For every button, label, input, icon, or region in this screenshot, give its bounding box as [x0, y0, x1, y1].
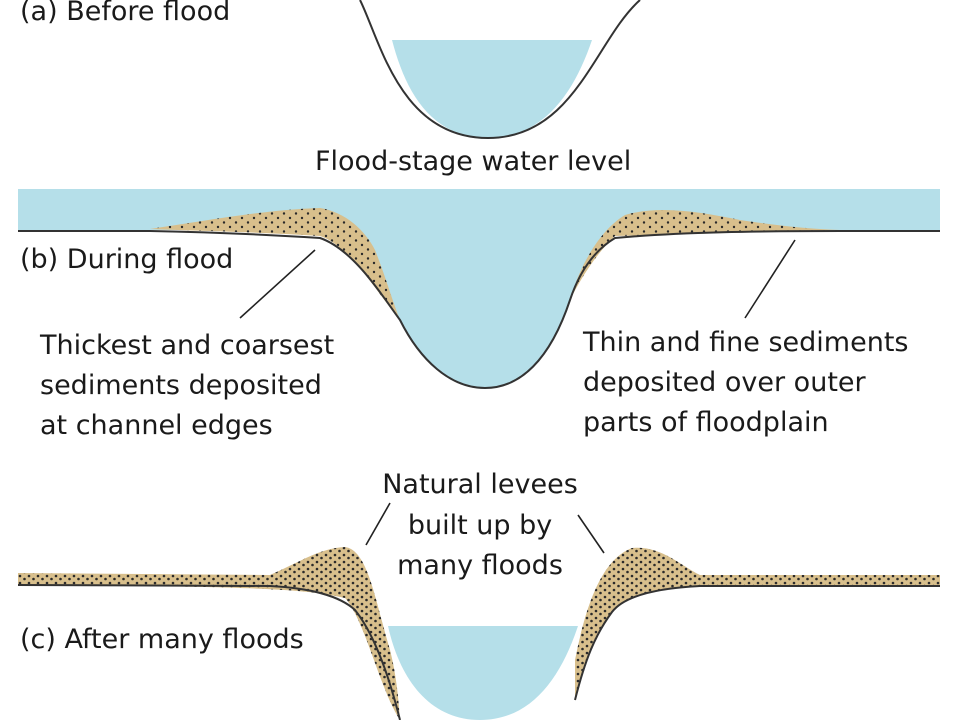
panel-a-channel [359, 0, 641, 140]
panel-a-channel-profile [359, 0, 641, 140]
leader-levee-right [577, 514, 605, 554]
panel-a-water [392, 40, 592, 138]
panel-b-left-deposit-dots [150, 208, 400, 320]
panel-c-label: (c) After many floods [20, 624, 304, 655]
panel-c-right-floodplain-dots [575, 547, 940, 700]
thin-sediments-line-1: Thin and fine sediments [583, 327, 909, 358]
leader-thick-sediments [239, 249, 316, 319]
thin-sediments-line-3: parts of floodplain [583, 407, 829, 438]
thick-sediments-line-1: Thickest and coarsest [40, 330, 335, 361]
panel-b-channel-water [320, 229, 615, 388]
panel-b-label: (b) During flood [20, 244, 234, 275]
panel-c-water [388, 626, 578, 720]
leader-levee-left [365, 502, 391, 546]
panel-b-flood-water [18, 189, 940, 230]
panel-c-ground-line [17, 584, 940, 720]
thick-sediments-line-3: at channel edges [40, 410, 273, 441]
leader-thin-sediments [744, 239, 796, 319]
flood-stage-water-level-label: Flood-stage water level [315, 146, 632, 177]
thick-sediments-line-2: sediments deposited [40, 370, 322, 401]
panel-b-right-deposit-dots [570, 210, 840, 300]
panel-c-channel [17, 547, 940, 720]
levees-line-2: built up by [407, 510, 553, 541]
panel-b-ground-line [18, 230, 940, 390]
levees-line-3: many floods [397, 550, 563, 581]
thin-sediments-line-2: deposited over outer [583, 367, 866, 398]
leader-lines [239, 239, 796, 554]
levees-line-1: Natural levees [382, 469, 578, 500]
panel-b-flood [18, 189, 940, 390]
panel-a-label: (a) Before flood [20, 0, 231, 27]
